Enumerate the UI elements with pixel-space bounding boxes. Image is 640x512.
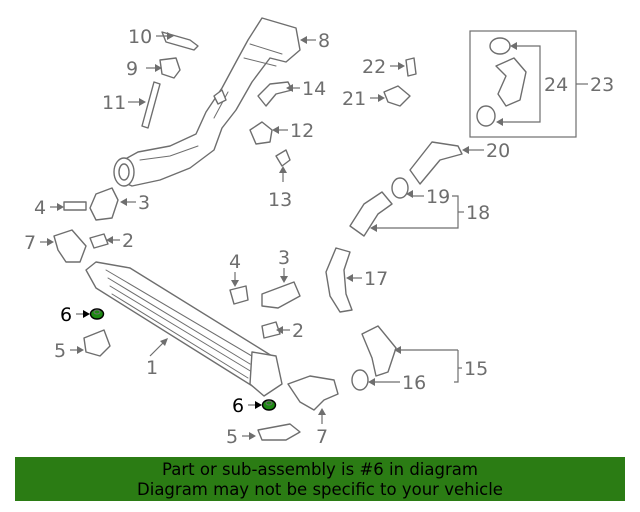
part-6-grommet-lower [261,399,277,411]
callout-17: 17 [364,268,388,290]
part-4-bolt-lower [229,285,249,305]
part-13-bolt [275,149,291,167]
callout-24: 24 [544,74,568,96]
part-3-bracket-lower [261,281,301,309]
callout-22: 22 [362,56,386,78]
callout-4a: 4 [34,197,46,219]
part-19-clamp [391,177,409,199]
callout-7a: 7 [24,232,36,254]
part-22-bolt [405,57,417,77]
part-11-rod [141,81,161,129]
part-17-hose [325,247,353,313]
part-8-charge-pipe [113,17,301,187]
part-5-bracket-lower [257,423,301,441]
callout-15: 15 [464,358,488,380]
callout-14: 14 [302,78,326,100]
part-7-hose-upper [53,229,87,263]
part-14-hose [257,81,293,107]
part-12-bracket [249,121,273,145]
callout-6-upper: 6 [60,304,72,326]
part-5-bracket-upper [83,329,111,357]
part-24-hose [495,57,527,107]
part-4-bolt-upper [63,201,87,211]
part-9-clip [159,57,181,79]
callout-18: 18 [466,202,490,224]
part-15-hose [361,325,397,377]
part-20-pipe [409,141,463,185]
banner-line-2: Diagram may not be specific to your vehi… [137,480,503,499]
callout-3b: 3 [278,247,290,269]
callout-13: 13 [268,189,292,211]
callout-19: 19 [426,186,450,208]
part-24-clamp-upper [489,37,511,55]
callout-12: 12 [290,120,314,142]
callout-21: 21 [342,88,366,110]
callout-8: 8 [318,30,330,52]
callout-16: 16 [402,372,426,394]
banner-line-1: Part or sub-assembly is #6 in diagram [162,460,478,479]
callout-5a: 5 [54,340,66,362]
part-24-clamp-lower [476,105,496,127]
callout-4b: 4 [229,251,241,273]
callout-23: 23 [590,74,614,96]
part-18-hose [349,191,393,237]
callout-labels: 10 9 11 8 14 12 13 22 21 4 3 7 2 4 3 2 1… [24,26,614,448]
part-3-bracket-upper [89,187,119,221]
callout-2a: 2 [122,230,134,252]
callout-1: 1 [146,357,158,379]
callout-2b: 2 [292,320,304,342]
part-2-grommet-lower [261,321,281,339]
part-6-grommet-upper [89,308,105,320]
callout-6-lower: 6 [232,395,244,417]
info-banner: Part or sub-assembly is #6 in diagram Di… [15,457,625,501]
part-2-grommet-upper [89,233,109,249]
part-21-bracket [383,85,411,107]
leader-lines [40,32,588,440]
callout-3a: 3 [138,192,150,214]
callout-10: 10 [128,26,152,48]
part-1-intercooler [85,261,283,397]
callout-20: 20 [486,140,510,162]
part-16-clamp [351,369,369,391]
callout-5b: 5 [226,426,238,448]
callout-11: 11 [102,92,126,114]
part-7-hose-lower [287,375,339,411]
callout-9: 9 [126,58,138,80]
callout-7b: 7 [316,426,328,448]
